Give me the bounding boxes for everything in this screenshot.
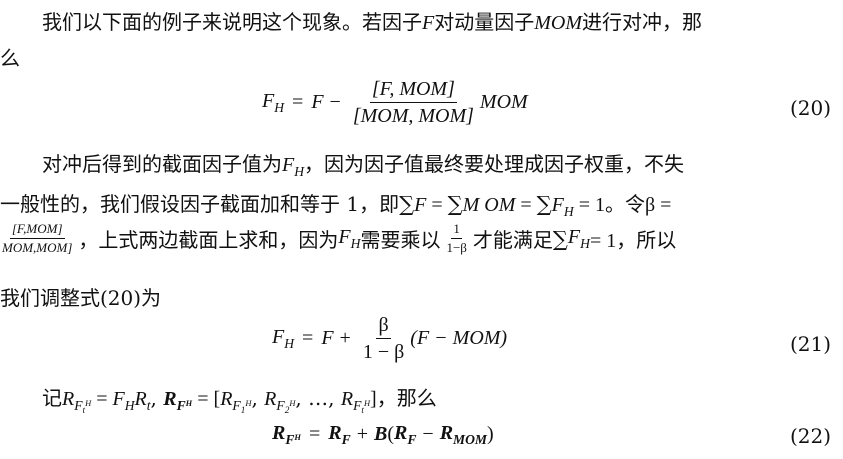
equation-22: RFH = RF + B(RF − RMOM) <box>272 422 494 447</box>
paragraph-line: 我们调整式(20)为 <box>0 286 162 310</box>
equation-number: (22) <box>789 424 831 448</box>
fraction-denominator: [MOM, MOM] <box>352 105 474 127</box>
paragraph-line: 对冲后得到的截面因子值为FH，因为因子值最终要处理成因子权重，不失 <box>42 152 685 179</box>
equation-number: (20) <box>789 96 831 120</box>
scale-fraction: 1 1−β <box>446 221 467 256</box>
equation-number: (21) <box>789 332 831 356</box>
fraction-numerator: β <box>376 314 391 339</box>
paragraph-line: 我们以下面的例子来说明这个现象。若因子F对动量因子MOM进行对冲，那 <box>42 10 702 34</box>
beta-fraction: [F,MOM] MOM,MOM] <box>2 221 73 256</box>
paragraph-line: 一般性的，我们假设因子截面加和等于 1，即∑F = ∑M OM = ∑FH = … <box>0 192 672 219</box>
equation-20-fraction: [F, MOM] [MOM, MOM] <box>351 78 476 127</box>
equation-21: FH = F + β 1 − β (F − MOM) <box>272 314 508 363</box>
paragraph-line: 记RFtH = FHRt, RFH = [RF1H, RF2H, …, RFtH… <box>42 386 437 415</box>
fraction-denominator: 1 − β <box>362 341 405 363</box>
equation-21-fraction: β 1 − β <box>361 314 406 363</box>
paragraph-line: 么 <box>0 46 20 70</box>
equation-20: FH = F − [F, MOM] [MOM, MOM] MOM <box>262 78 528 127</box>
fraction-numerator: [F, MOM] <box>369 78 457 103</box>
